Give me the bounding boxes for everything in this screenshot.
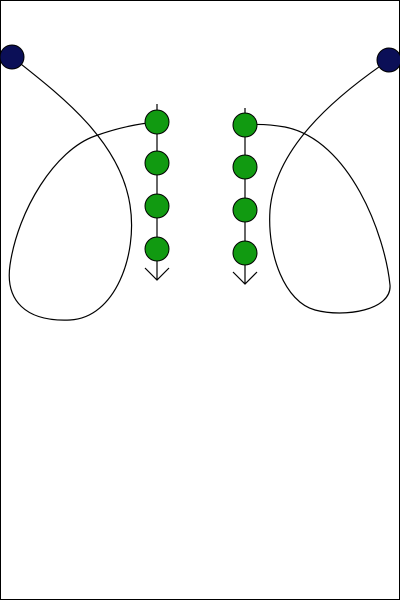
right-loop-path (243, 59, 391, 314)
right-item-3 (232, 197, 258, 223)
right-item-2 (232, 154, 258, 180)
left-end-node (0, 44, 25, 70)
right-item-4 (232, 240, 258, 266)
left-item-1 (144, 109, 170, 135)
left-item-2 (144, 150, 170, 176)
left-item-4 (144, 236, 170, 262)
right-end-node (376, 47, 400, 73)
left-loop-path (8, 56, 158, 321)
left-item-3 (144, 193, 170, 219)
right-item-1 (232, 112, 258, 138)
left-arrow-head (144, 267, 170, 281)
right-arrow-head (232, 271, 258, 285)
